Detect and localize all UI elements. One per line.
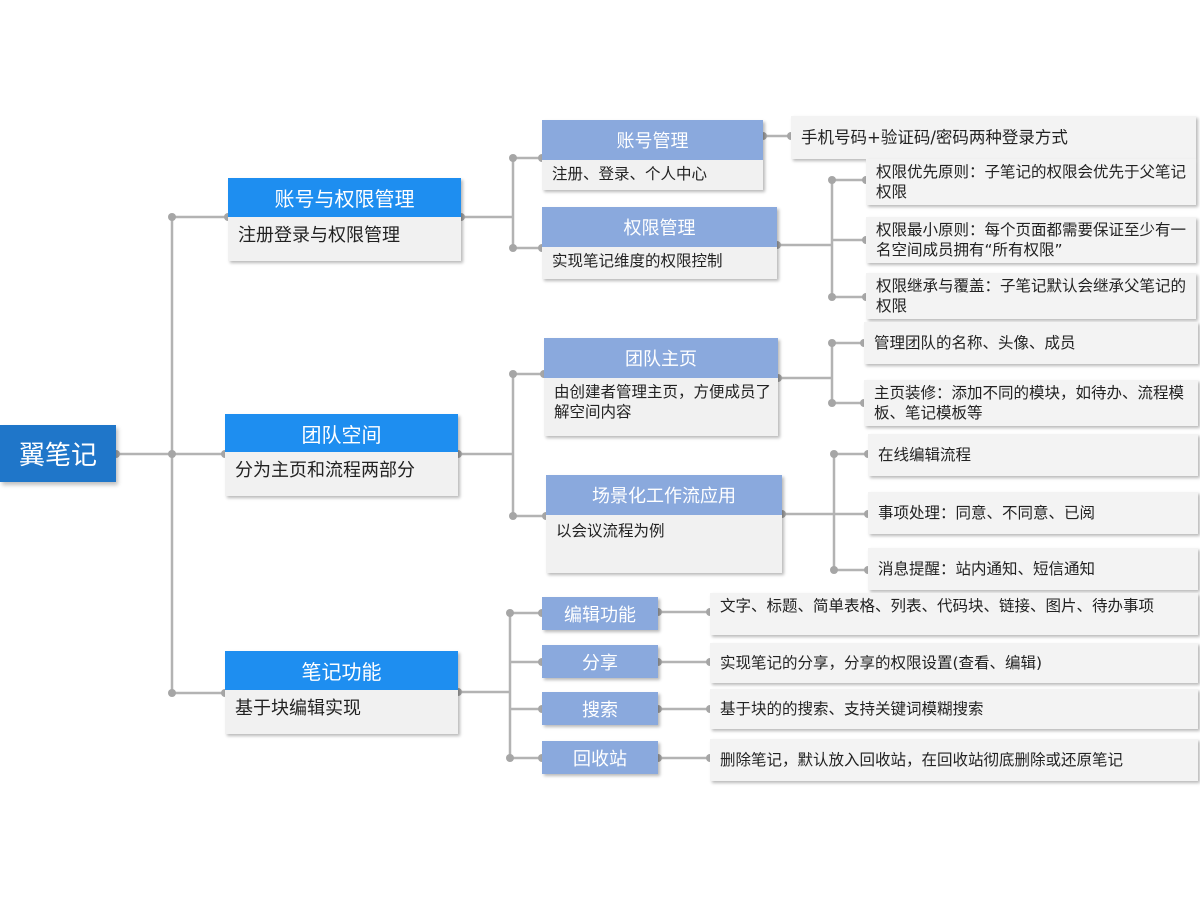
branch-title: 账号与权限管理	[228, 178, 461, 217]
node-title: 编辑功能	[564, 604, 636, 626]
node-title: 回收站	[573, 748, 627, 770]
leaf-text: 在线编辑流程	[878, 446, 972, 464]
leaf-permission-priority[interactable]: 权限优先原则：子笔记的权限会优先于父笔记权限	[866, 159, 1196, 205]
leaf-text: 实现笔记的分享，分享的权限设置(查看、编辑)	[720, 654, 1043, 672]
leaf-item-processing[interactable]: 事项处理：同意、不同意、已阅	[868, 492, 1198, 534]
node-search[interactable]: 搜索	[542, 692, 658, 725]
leaf-login-methods[interactable]: 手机号码+验证码/密码两种登录方式	[791, 116, 1196, 159]
node-desc: 以会议流程为例	[556, 522, 665, 540]
root-label: 翼笔记	[18, 441, 97, 471]
node-title: 分享	[582, 652, 618, 674]
node-share[interactable]: 分享	[542, 645, 658, 678]
leaf-text: 文字、标题、简单表格、列表、代码块、链接、图片、待办事项	[720, 597, 1155, 615]
leaf-text: 基于块的的搜索、支持关键词模糊搜索	[720, 700, 984, 718]
leaf-team-profile[interactable]: 管理团队的名称、头像、成员	[864, 322, 1198, 364]
leaf-text: 手机号码+验证码/密码两种登录方式	[801, 127, 1068, 147]
leaf-permission-inheritance[interactable]: 权限继承与覆盖：子笔记默认会继承父笔记的权限	[866, 273, 1196, 319]
leaf-text: 事项处理：同意、不同意、已阅	[878, 504, 1096, 522]
branch-desc: 分为主页和流程两部分	[235, 460, 415, 481]
node-title: 团队主页	[544, 338, 778, 378]
leaf-permission-minimum[interactable]: 权限最小原则：每个页面都需要保证至少有一名空间成员拥有“所有权限”	[866, 217, 1196, 263]
node-desc: 实现笔记维度的权限控制	[552, 252, 723, 270]
leaf-text: 删除笔记，默认放入回收站，在回收站彻底删除或还原笔记	[720, 751, 1124, 769]
leaf-text: 权限最小原则：每个页面都需要保证至少有一名空间成员拥有“所有权限”	[876, 221, 1187, 259]
leaf-message-reminder[interactable]: 消息提醒：站内通知、短信通知	[868, 548, 1198, 590]
branch-team-space[interactable]: 团队空间 分为主页和流程两部分	[225, 414, 458, 496]
node-edit-function[interactable]: 编辑功能	[542, 597, 658, 630]
branch-desc: 注册登录与权限管理	[238, 225, 400, 246]
node-account-management[interactable]: 账号管理 注册、登录、个人中心	[542, 120, 763, 190]
leaf-recycle-features[interactable]: 删除笔记，默认放入回收站，在回收站彻底删除或还原笔记	[710, 739, 1198, 781]
root-node[interactable]: 翼笔记	[0, 425, 116, 482]
branch-note-features[interactable]: 笔记功能 基于块编辑实现	[225, 651, 458, 734]
leaf-text: 权限优先原则：子笔记的权限会优先于父笔记权限	[876, 163, 1187, 201]
node-desc: 注册、登录、个人中心	[552, 165, 708, 183]
leaf-edit-features[interactable]: 文字、标题、简单表格、列表、代码块、链接、图片、待办事项	[710, 593, 1198, 635]
branch-desc: 基于块编辑实现	[235, 698, 361, 719]
node-team-homepage[interactable]: 团队主页 由创建者管理主页，方便成员了解空间内容	[544, 338, 778, 436]
leaf-text: 管理团队的名称、头像、成员	[874, 334, 1076, 352]
node-title: 场景化工作流应用	[546, 475, 782, 515]
leaf-text: 主页装修：添加不同的模块，如待办、流程模板、笔记模板等	[874, 384, 1185, 422]
node-title: 账号管理	[542, 120, 763, 160]
leaf-homepage-decoration[interactable]: 主页装修：添加不同的模块，如待办、流程模板、笔记模板等	[864, 380, 1198, 426]
node-scenario-workflow[interactable]: 场景化工作流应用 以会议流程为例	[546, 475, 782, 573]
leaf-search-features[interactable]: 基于块的的搜索、支持关键词模糊搜索	[710, 689, 1198, 729]
leaf-online-edit-flow[interactable]: 在线编辑流程	[868, 434, 1198, 476]
branch-title: 团队空间	[225, 414, 458, 452]
leaf-text: 权限继承与覆盖：子笔记默认会继承父笔记的权限	[876, 277, 1187, 315]
node-desc: 由创建者管理主页，方便成员了解空间内容	[554, 383, 772, 421]
leaf-text: 消息提醒：站内通知、短信通知	[878, 560, 1096, 578]
leaf-share-features[interactable]: 实现笔记的分享，分享的权限设置(查看、编辑)	[710, 643, 1198, 683]
node-permission-management[interactable]: 权限管理 实现笔记维度的权限控制	[542, 207, 777, 279]
node-title: 权限管理	[542, 207, 777, 247]
branch-account-permission[interactable]: 账号与权限管理 注册登录与权限管理	[228, 178, 461, 261]
branch-title: 笔记功能	[225, 651, 458, 690]
node-recycle-bin[interactable]: 回收站	[542, 741, 658, 774]
node-title: 搜索	[582, 699, 618, 721]
